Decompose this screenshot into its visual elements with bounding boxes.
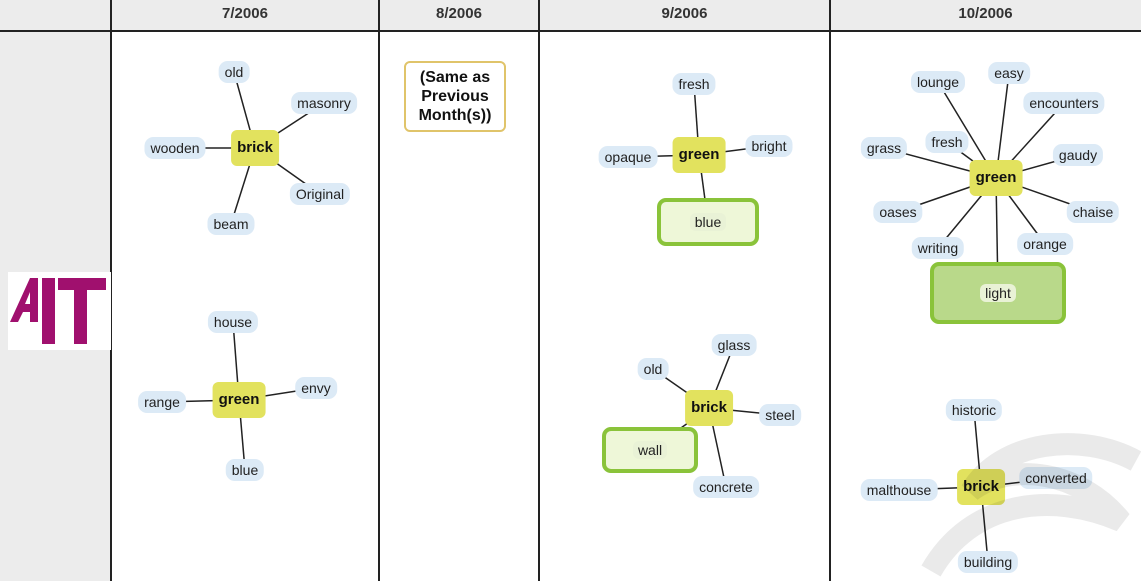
term-historic: historic	[945, 399, 1003, 421]
term-original: Original	[289, 183, 351, 205]
term-fresh: fresh	[925, 131, 969, 153]
term-gaudy: gaudy	[1052, 144, 1104, 166]
term-opaque: opaque	[598, 146, 658, 168]
term-building: building	[957, 551, 1019, 573]
column-header-oct-2006: 10/2006	[958, 5, 1013, 22]
term-light-box: light	[930, 262, 1066, 324]
column-divider	[378, 0, 380, 581]
term-converted: converted	[1019, 467, 1093, 489]
term-masonry: masonry	[291, 92, 357, 114]
term-blue-box: blue	[657, 198, 759, 246]
term-orange: orange	[1017, 233, 1073, 255]
term-bright: bright	[745, 135, 793, 157]
term-blue: blue	[689, 213, 727, 231]
term-grass: grass	[860, 137, 908, 159]
column-divider	[538, 0, 540, 581]
term-old: old	[637, 358, 669, 380]
term-chaise: chaise	[1066, 201, 1120, 223]
ait-logo	[8, 272, 111, 350]
hub-green: green	[212, 382, 266, 418]
term-writing: writing	[911, 237, 965, 259]
term-range: range	[138, 391, 186, 413]
term-old: old	[218, 61, 250, 83]
term-wooden: wooden	[144, 137, 206, 159]
header-row: 7/2006 8/2006 9/2006 10/2006	[0, 0, 1141, 32]
term-glass: glass	[711, 334, 757, 356]
column-header-aug-2006: 8/2006	[436, 5, 482, 22]
term-easy: easy	[988, 62, 1030, 84]
term-blue: blue	[225, 459, 265, 481]
term-light: light	[980, 284, 1016, 302]
term-malthouse: malthouse	[860, 479, 938, 501]
term-fresh: fresh	[672, 73, 716, 95]
ait-logo-mark	[10, 278, 106, 344]
hub-green: green	[672, 137, 726, 173]
term-steel: steel	[759, 404, 801, 426]
term-encounters: encounters	[1023, 92, 1105, 114]
term-oases: oases	[873, 201, 923, 223]
term-wall: wall	[632, 441, 668, 459]
column-header-jul-2006: 7/2006	[222, 5, 268, 22]
term-wall-box: wall	[602, 427, 698, 473]
term-lounge: lounge	[910, 71, 966, 93]
hub-green: green	[969, 160, 1023, 196]
column-divider	[110, 0, 112, 581]
term-envy: envy	[295, 377, 337, 399]
hub-brick: brick	[231, 130, 279, 166]
column-header-sep-2006: 9/2006	[661, 5, 708, 22]
hub-brick: brick	[685, 390, 733, 426]
hub-brick: brick	[957, 469, 1005, 505]
watermark-swirl	[921, 433, 1141, 577]
term-house: house	[207, 311, 259, 333]
term-concrete: concrete	[693, 476, 759, 498]
term-beam: beam	[207, 213, 255, 235]
same-as-previous-note: (Same as Previous Month(s))	[404, 61, 506, 132]
column-divider	[829, 0, 831, 581]
